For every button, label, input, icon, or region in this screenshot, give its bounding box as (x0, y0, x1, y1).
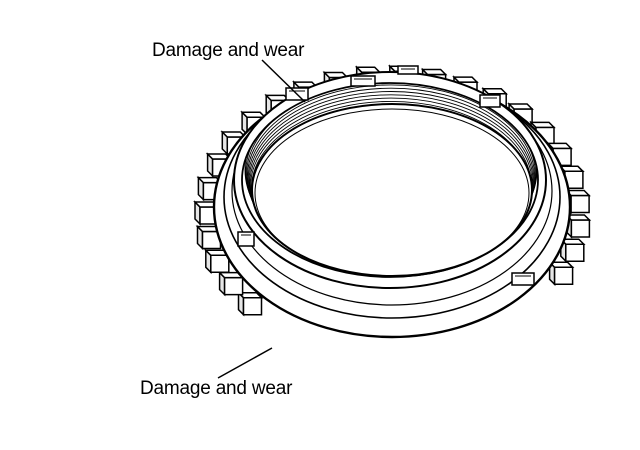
ring-tooth (547, 260, 575, 287)
cone-friction-threads (244, 83, 538, 278)
leader-line-bottom (217, 347, 273, 379)
callout-label-top: Damage and wear (152, 40, 305, 61)
callout-label-bottom: Damage and wear (140, 378, 293, 399)
key-slot (397, 65, 419, 75)
key-slot (479, 94, 501, 108)
key-slot (350, 75, 376, 87)
key-slot (511, 272, 535, 286)
ring-tooth (236, 290, 264, 317)
leader-line-top (261, 59, 306, 103)
ring-tooth (203, 248, 231, 275)
ring-tooth (217, 270, 245, 297)
key-slot (237, 231, 255, 247)
ring-tooth (195, 224, 223, 251)
leader-lines (217, 59, 306, 379)
